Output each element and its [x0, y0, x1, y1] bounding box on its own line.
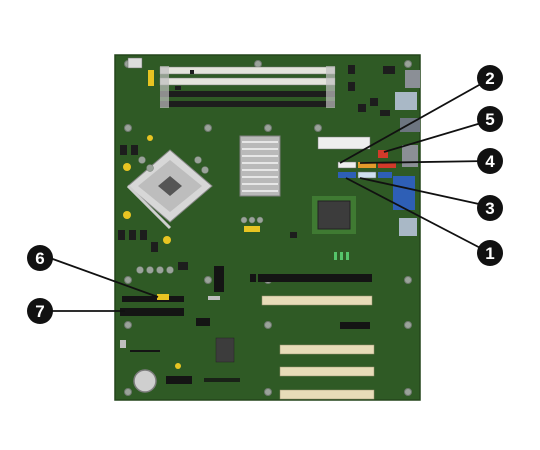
callout-number-2: 2 [485, 69, 494, 88]
small-cap [175, 363, 181, 369]
callout-number-4: 4 [485, 152, 495, 171]
power-connector [317, 136, 371, 150]
callout-number-6: 6 [35, 249, 44, 268]
sata-connectors [337, 150, 396, 179]
cmos-battery [133, 369, 157, 393]
callout-6: 6 [27, 245, 53, 271]
pcie-x16-slot-tail [250, 274, 256, 282]
leader-line-3 [359, 177, 489, 207]
callout-number-7: 7 [35, 302, 44, 321]
yellow-jumper [244, 226, 260, 232]
motherboard [114, 54, 421, 401]
callout-2: 2 [477, 65, 503, 91]
small-chip [120, 340, 126, 348]
callout-4: 4 [477, 148, 503, 174]
heatsink [239, 135, 281, 197]
aux-connector [127, 57, 143, 69]
bios-chip [215, 337, 235, 363]
capacitors [123, 135, 171, 244]
leader-line-1 [345, 177, 491, 254]
callout-number-5: 5 [485, 110, 494, 129]
chipset [312, 196, 356, 234]
memory-slots [148, 66, 336, 108]
pcie-x16-slot [258, 274, 372, 282]
callout-leaders [49, 79, 491, 312]
pci-slots [261, 295, 375, 400]
bottom-header-2 [204, 378, 240, 382]
small-components [175, 65, 395, 116]
callout-7: 7 [27, 298, 53, 324]
regulators [118, 145, 297, 270]
callout-1: 1 [477, 240, 503, 266]
callout-number-1: 1 [485, 244, 494, 263]
pcie-x1-slot [340, 322, 370, 329]
callout-5: 5 [477, 106, 503, 132]
leader-line-5 [383, 120, 489, 153]
callout-number-3: 3 [485, 199, 494, 218]
front-panel-headers [120, 266, 224, 326]
leader-line-6 [49, 257, 159, 298]
leader-line-2 [339, 79, 489, 164]
grey-capacitors [136, 156, 264, 274]
bottom-header [166, 376, 192, 384]
callout-3: 3 [477, 195, 503, 221]
green-jumpers [334, 252, 349, 260]
pin-row [130, 350, 160, 352]
leader-line-4 [359, 160, 489, 164]
